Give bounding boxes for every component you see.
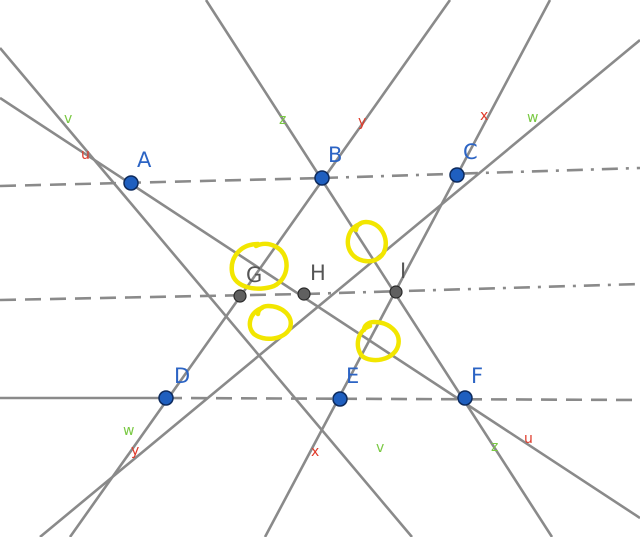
line-u [0,96,640,520]
line-ab-dashed [0,176,323,188]
point-c [449,167,465,183]
line-label-z-bottom: z [491,439,498,455]
line-gh-dashed [0,292,305,302]
line-def-dashed [165,396,640,402]
label-b: B [328,143,342,167]
line-w [39,38,640,537]
line-label-v-top: v [64,111,72,127]
line-labels: v u z y x w w y x v z u [64,108,538,460]
highlight-g [229,241,289,291]
line-v [0,47,413,537]
point-d [158,390,174,406]
point-a [123,175,139,191]
highlight-lower-right [355,319,401,363]
line-x [263,0,552,537]
label-d: D [174,364,190,388]
highlight-lower-left [247,303,294,342]
point-e [332,391,348,407]
point-b [314,170,330,186]
point-i [389,285,403,299]
label-e: E [346,364,359,388]
line-hi-dashdot [303,282,640,296]
highlight-upper-right [345,219,388,264]
label-a: A [137,148,152,172]
point-g [233,289,247,303]
line-label-y-bottom: y [131,443,139,459]
highlights [229,219,401,363]
blue-points [123,167,473,407]
label-f: F [471,364,483,388]
point-h [297,287,311,301]
line-label-x-top: x [480,108,488,124]
line-z [204,0,554,537]
line-label-u-bottom: u [524,431,533,447]
label-h: H [310,261,326,285]
line-label-z-top: z [279,112,286,128]
line-label-x-bottom: x [311,444,319,460]
line-label-w-bottom: w [123,423,134,439]
line-y [68,0,452,537]
line-label-y-top: y [358,114,366,130]
line-label-v-bottom: v [376,440,384,456]
gray-points [233,285,403,303]
line-label-w-top: w [527,110,538,126]
dashed-lines [0,166,640,402]
point-labels: A B C D E F G H I [137,140,483,388]
line-label-u-top: u [81,147,90,163]
point-f [457,390,473,406]
label-g: G [246,263,262,287]
label-i: I [400,259,406,283]
label-c: C [463,140,478,164]
